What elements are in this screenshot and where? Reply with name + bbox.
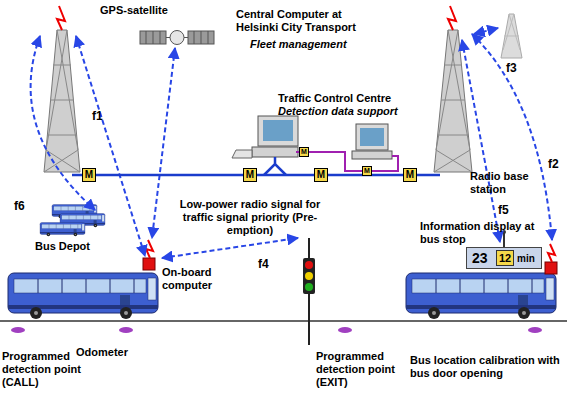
computer-label: Central Computer at Helsinki City Transp… xyxy=(236,8,386,34)
node-text: M xyxy=(244,169,256,181)
antenna-signal xyxy=(57,6,65,30)
bus xyxy=(406,273,556,319)
role-label: Fleet management xyxy=(250,38,347,51)
network-wire xyxy=(257,174,314,177)
computer-monitor xyxy=(356,124,388,150)
detection-point xyxy=(338,327,352,333)
computer-base xyxy=(352,151,392,159)
modem-box: M xyxy=(243,168,257,182)
frequency-label: f4 xyxy=(258,258,269,271)
frequency-label: f1 xyxy=(92,110,103,123)
yellow-lamp xyxy=(305,272,313,280)
odometer-marker xyxy=(119,327,133,333)
node-text: min xyxy=(517,253,535,264)
frequency-label: f5 xyxy=(498,204,509,217)
radio-link xyxy=(31,36,95,210)
depot-bus xyxy=(40,223,85,237)
radio-link xyxy=(474,28,498,34)
radio-link xyxy=(162,238,298,258)
odometer-label: Odometer xyxy=(76,346,128,359)
detection-point xyxy=(11,327,25,333)
detection-point xyxy=(528,327,542,333)
computer-screen xyxy=(360,128,384,146)
network-wire xyxy=(264,157,286,175)
data-wire xyxy=(296,152,398,171)
display-label: Information display at bus stop xyxy=(420,220,544,246)
signal-label: Low-power radio signal for traffic signa… xyxy=(175,198,325,237)
gps-link xyxy=(152,48,175,238)
radio-tower xyxy=(434,30,472,172)
minutes-box: 12 xyxy=(496,250,514,266)
antenna-signal xyxy=(146,240,153,258)
radio-tower xyxy=(44,30,80,172)
calibration-label: Bus location calibration with bus door o… xyxy=(410,354,562,380)
panel-lines xyxy=(146,31,208,44)
radio-link xyxy=(76,36,145,256)
radio-tower xyxy=(501,14,522,58)
satellite-body xyxy=(170,31,184,45)
node-text: M xyxy=(300,148,308,156)
detection-label: Programmed detection point (CALL) xyxy=(2,350,102,389)
tower-lattice xyxy=(434,30,472,172)
modem-box: M xyxy=(314,168,328,182)
frequency-label: f2 xyxy=(548,158,559,171)
computer-screen xyxy=(263,120,293,141)
on-board-computer xyxy=(143,258,155,270)
node-text: M xyxy=(83,169,95,181)
display-antenna xyxy=(503,232,505,247)
info-display: 23 min 12 xyxy=(466,247,542,269)
depot-label: Bus Depot xyxy=(35,240,90,253)
node-text: 12 xyxy=(497,251,513,265)
antenna-signal xyxy=(448,6,456,30)
node-text: M xyxy=(404,169,416,181)
station-label: Radio base station xyxy=(470,170,540,196)
road-line xyxy=(0,320,567,322)
modem-box: M xyxy=(403,168,417,182)
centre-label: Traffic Control Centre xyxy=(278,92,391,105)
red-lamp xyxy=(305,261,313,269)
node-text: 23 xyxy=(472,251,488,266)
node-text: M xyxy=(363,167,371,175)
tower-lattice xyxy=(44,30,80,172)
radio-link xyxy=(472,34,552,240)
signal-housing xyxy=(303,258,315,294)
modem-box: M xyxy=(362,166,372,176)
satellite-label: GPS-satellite xyxy=(100,4,168,17)
on-board-computer xyxy=(545,262,557,274)
modem-box: M xyxy=(299,147,309,157)
detection-label: Programmed detection point (EXIT) xyxy=(316,350,416,389)
computer-keyboard xyxy=(232,150,252,158)
modem-box: M xyxy=(82,168,96,182)
radio-links xyxy=(31,28,552,258)
green-lamp xyxy=(305,283,313,291)
radio-link xyxy=(462,40,500,242)
node-text: M xyxy=(315,169,327,181)
frequency-label: f3 xyxy=(506,62,517,75)
tower-lattice xyxy=(503,14,520,50)
computer-monitor xyxy=(258,116,298,146)
bus xyxy=(8,273,158,319)
computer-base xyxy=(252,147,298,157)
frequency-label: f6 xyxy=(14,200,25,213)
role-label: Detection data support xyxy=(278,105,398,118)
computer-label: On-board computer xyxy=(162,266,222,292)
antenna-signal xyxy=(548,244,555,262)
network-wire xyxy=(96,174,243,177)
